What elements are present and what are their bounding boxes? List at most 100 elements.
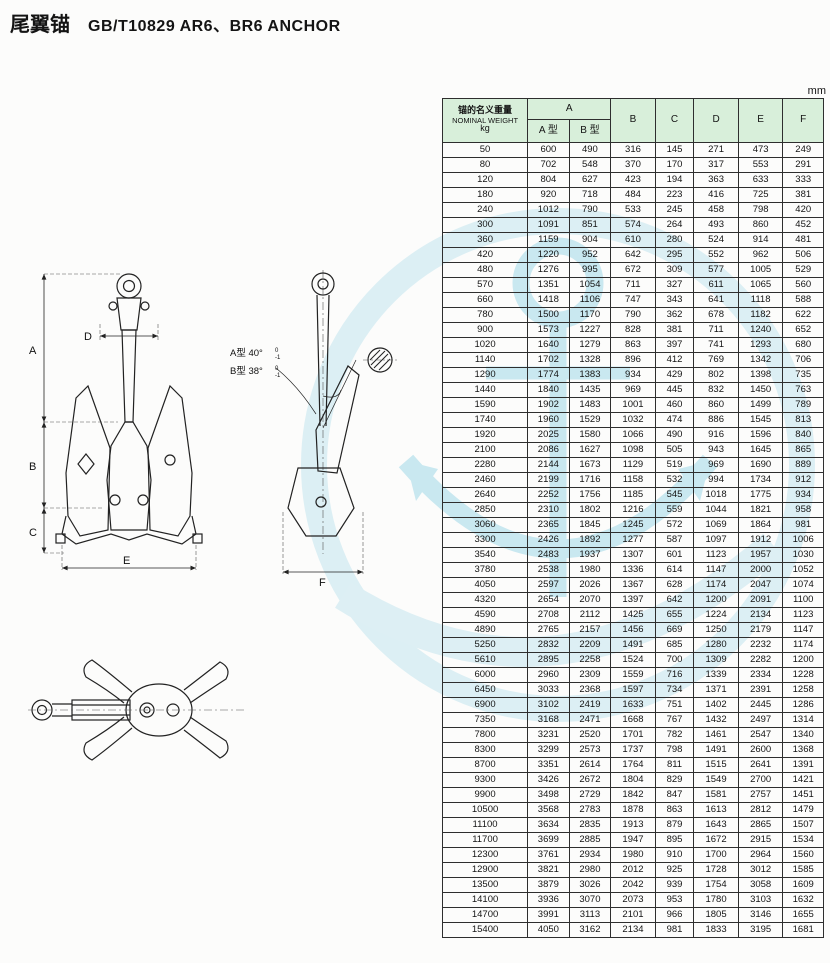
table-cell: 1336 xyxy=(610,562,656,578)
table-cell: 2179 xyxy=(737,622,784,638)
table-cell: 2654 xyxy=(527,592,570,608)
table-cell: 1200 xyxy=(693,592,739,608)
table-cell: 14700 xyxy=(441,907,529,923)
table-cell: 420 xyxy=(782,202,824,218)
table-cell: 1734 xyxy=(737,472,784,488)
table-cell: 1185 xyxy=(610,487,656,503)
table-cell: 2282 xyxy=(737,652,784,668)
table-cell: 505 xyxy=(654,442,695,458)
table-cell: 1307 xyxy=(610,547,656,563)
table-cell: 4050 xyxy=(441,577,529,593)
table-cell: 1418 xyxy=(527,292,570,308)
table-cell: 2497 xyxy=(737,712,784,728)
table-cell: 2835 xyxy=(568,817,612,833)
table-cell: 910 xyxy=(654,847,695,863)
table-cell: 610 xyxy=(610,232,656,248)
table-cell: 2042 xyxy=(610,877,656,893)
table-cell: 2091 xyxy=(737,592,784,608)
table-cell: 642 xyxy=(654,592,695,608)
table-cell: 1590 xyxy=(441,397,529,413)
table-cell: 533 xyxy=(610,202,656,218)
table-cell: 3058 xyxy=(737,877,784,893)
table-cell: 12300 xyxy=(441,847,529,863)
table-cell: 1398 xyxy=(737,367,784,383)
table-cell: 652 xyxy=(782,322,824,338)
table-cell: 3761 xyxy=(527,847,570,863)
table-cell: 240 xyxy=(441,202,529,218)
table-cell: 2419 xyxy=(568,697,612,713)
table-cell: 1980 xyxy=(610,847,656,863)
table-cell: 669 xyxy=(654,622,695,638)
dim-label-a: A xyxy=(29,345,37,357)
table-cell: 1044 xyxy=(693,502,739,518)
table-cell: 2426 xyxy=(527,532,570,548)
table-cell: 452 xyxy=(782,217,824,233)
title-standard-number: GB/T10829 AR6、BR6 ANCHOR xyxy=(88,18,341,35)
table-cell: 1140 xyxy=(441,352,529,368)
table-cell: 3540 xyxy=(441,547,529,563)
table-cell: 574 xyxy=(610,217,656,233)
table-cell: 2483 xyxy=(527,547,570,563)
table-cell: 1700 xyxy=(693,847,739,863)
table-cell: 660 xyxy=(441,292,529,308)
table-cell: 702 xyxy=(527,157,570,173)
table-cell: 2765 xyxy=(527,622,570,638)
table-cell: 790 xyxy=(568,202,612,218)
table-cell: 798 xyxy=(654,742,695,758)
table-cell: 1597 xyxy=(610,682,656,698)
table-cell: 3634 xyxy=(527,817,570,833)
table-cell: 317 xyxy=(693,157,739,173)
table-cell: 3195 xyxy=(737,922,784,938)
table-cell: 2157 xyxy=(568,622,612,638)
table-cell: 1351 xyxy=(527,277,570,293)
table-cell: 3102 xyxy=(527,697,570,713)
table-cell: 343 xyxy=(654,292,695,308)
table-cell: 886 xyxy=(693,412,739,428)
table-cell: 1250 xyxy=(693,622,739,638)
table-cell: 1499 xyxy=(737,397,784,413)
col-header-b: B xyxy=(610,98,656,143)
anchor-front-outline xyxy=(55,273,203,545)
table-cell: 1560 xyxy=(782,847,824,863)
table-cell: 3879 xyxy=(527,877,570,893)
table-cell: 14100 xyxy=(441,892,529,908)
table-cell: 912 xyxy=(782,472,824,488)
table-cell: 572 xyxy=(654,517,695,533)
table-cell: 685 xyxy=(654,637,695,653)
table-cell: 473 xyxy=(737,142,784,158)
table-cell: 879 xyxy=(654,817,695,833)
angle-annotation xyxy=(275,359,357,429)
table-cell: 5610 xyxy=(441,652,529,668)
table-cell: 1106 xyxy=(568,292,612,308)
table-cell: 506 xyxy=(782,247,824,263)
table-cell: 316 xyxy=(610,142,656,158)
table-cell: 789 xyxy=(782,397,824,413)
table-cell: 1716 xyxy=(568,472,612,488)
table-cell: 2600 xyxy=(737,742,784,758)
table-cell: 2134 xyxy=(737,607,784,623)
table-cell: 3568 xyxy=(527,802,570,818)
table-cell: 4320 xyxy=(441,592,529,608)
table-cell: 1681 xyxy=(782,922,824,938)
table-cell: 2783 xyxy=(568,802,612,818)
table-cell: 863 xyxy=(610,337,656,353)
table-cell: 1805 xyxy=(693,907,739,923)
table-cell: 798 xyxy=(737,202,784,218)
table-cell: 1383 xyxy=(568,367,612,383)
table-cell: 1065 xyxy=(737,277,784,293)
table-cell: 3103 xyxy=(737,892,784,908)
table-cell: 6900 xyxy=(441,697,529,713)
table-cell: 2641 xyxy=(737,757,784,773)
